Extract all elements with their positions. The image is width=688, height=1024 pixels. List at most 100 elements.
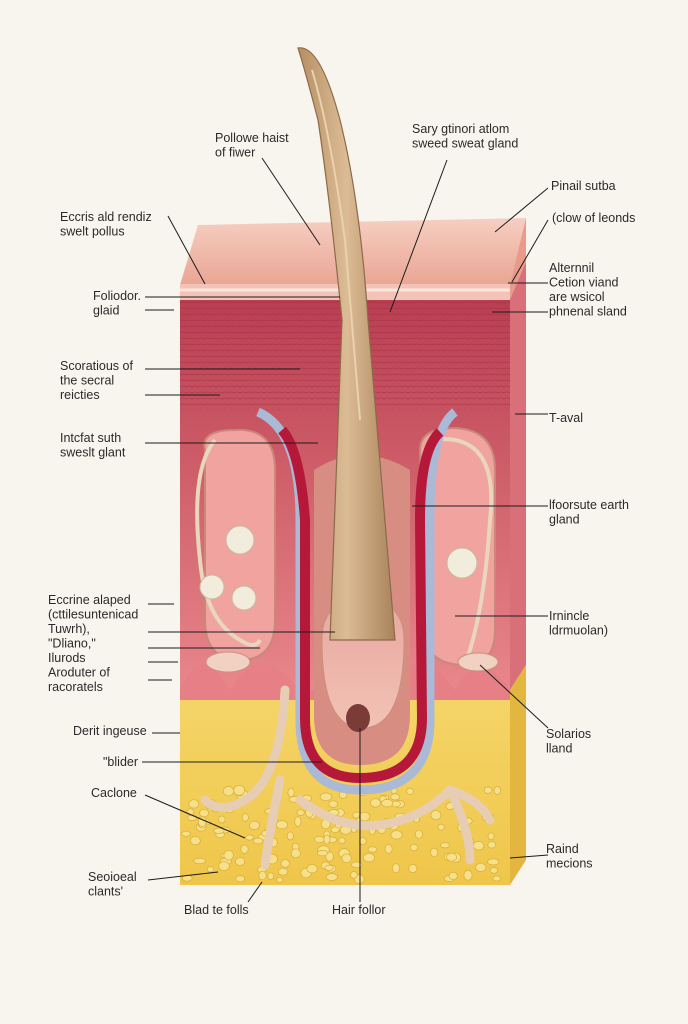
fat-lobule (323, 834, 331, 845)
fat-lobule (233, 784, 246, 796)
fat-lobule (181, 830, 191, 837)
left-sweat-gland (195, 428, 276, 673)
fat-lobule (245, 834, 254, 841)
right-gland-cell (446, 547, 478, 579)
fat-lobule (267, 872, 275, 880)
label-line: lfoorsute earth (549, 498, 629, 512)
fat-lobule (240, 844, 249, 854)
left-gland-base (205, 651, 251, 673)
label-line: lland (546, 742, 572, 756)
fat-lobule (287, 787, 295, 798)
hair-shaft-highlight (311, 69, 361, 421)
label-line: sweslt glant (60, 446, 126, 460)
label-line: "blider (103, 755, 138, 769)
leader-lines (142, 157, 549, 903)
label-line: T-aval (549, 411, 583, 425)
fat-lobule (391, 863, 401, 874)
label-line: reicties (60, 388, 100, 402)
fat-lobule (430, 847, 439, 858)
fat-lobule (338, 837, 346, 844)
label-line: Alternnil (549, 261, 594, 275)
label-line: Eccris ald rendiz (60, 210, 152, 224)
fat-lobule (406, 787, 414, 795)
fat-lobule (487, 841, 497, 849)
dermal-papilla (346, 704, 370, 732)
label-clow: (clow of leonds (552, 211, 635, 225)
label-line: Caclone (91, 786, 137, 800)
fat-lobule (362, 853, 376, 863)
left-gland-cell-3 (231, 585, 257, 611)
fat-lobule (213, 827, 225, 834)
fat-lobule (437, 823, 445, 831)
fat-lobule (189, 836, 201, 846)
nerve-branch-3 (295, 785, 455, 831)
label-taval: T-aval (549, 411, 583, 425)
fat-lobule (475, 862, 487, 872)
label-caclone: Caclone (91, 786, 137, 800)
fat-lobule (319, 792, 333, 802)
fat-lobule (286, 831, 294, 841)
fat-lobule (384, 844, 393, 854)
fat-lobule (409, 843, 419, 852)
fat-lobule (248, 820, 260, 831)
fat-lobule (390, 793, 400, 801)
label-line: Seoioeal (88, 870, 137, 884)
fat-lobule (199, 808, 209, 818)
fat-lobule (370, 798, 381, 808)
dermis-side-face (510, 218, 526, 690)
fat-lobule (277, 867, 289, 876)
fat-lobule (294, 816, 302, 827)
label-derit: Derit ingeuse (73, 724, 147, 738)
label-blider: "blider (103, 755, 138, 769)
fat-lobule (350, 861, 363, 869)
fat-lobule (306, 864, 318, 874)
fat-lobule (440, 842, 450, 849)
label-line: Tuwrh), (48, 622, 90, 636)
label-pinail: Pinail sutba (551, 179, 616, 193)
label-line: Sary gtinori atlom (412, 122, 509, 136)
fat-lobule (193, 857, 207, 865)
fat-lobule (408, 864, 418, 873)
label-line: Cetion viand (549, 276, 619, 290)
fat-lobule (367, 846, 378, 853)
label-line: Aroduter of (48, 666, 110, 680)
fat-lobule (222, 786, 235, 797)
right-gland-base (457, 652, 499, 672)
fat-lobule (487, 832, 495, 841)
fat-lobule (276, 876, 283, 883)
fat-lobule (241, 813, 249, 822)
block-side-faces (510, 218, 526, 885)
left-gland-cell-1 (225, 525, 255, 555)
fat-lobule (448, 871, 458, 881)
fat-lobule (258, 870, 267, 881)
label-line: mecions (546, 857, 593, 871)
right-sweat-gland (418, 426, 499, 672)
fat-lobule (252, 837, 264, 845)
label-line: the secral (60, 374, 114, 388)
label-foliodor: Foliodor.glaid (93, 289, 141, 318)
label-line: (clow of leonds (552, 211, 635, 225)
label-hair-follor: Hair follor (332, 903, 386, 917)
fat-lobule (186, 814, 198, 821)
fat-lobule (492, 875, 501, 882)
hair-shaft-shape (297, 47, 396, 641)
label-line: Ilurods (48, 651, 86, 665)
fat-lobule (487, 858, 500, 866)
label-line: ldrmuolan) (549, 624, 608, 638)
fat-lobule (446, 852, 458, 862)
label-line: swelt pollus (60, 225, 125, 239)
fat-lobule (181, 874, 193, 882)
fat-lobule (296, 809, 305, 816)
fat-lobule (235, 857, 246, 866)
label-blad: Blad te folls (184, 903, 249, 917)
nerve-branch-2 (260, 775, 285, 870)
subcutaneous-fat-layer (180, 680, 510, 885)
label-line: "Dliano," (48, 637, 96, 651)
fat-lobule (325, 873, 338, 881)
